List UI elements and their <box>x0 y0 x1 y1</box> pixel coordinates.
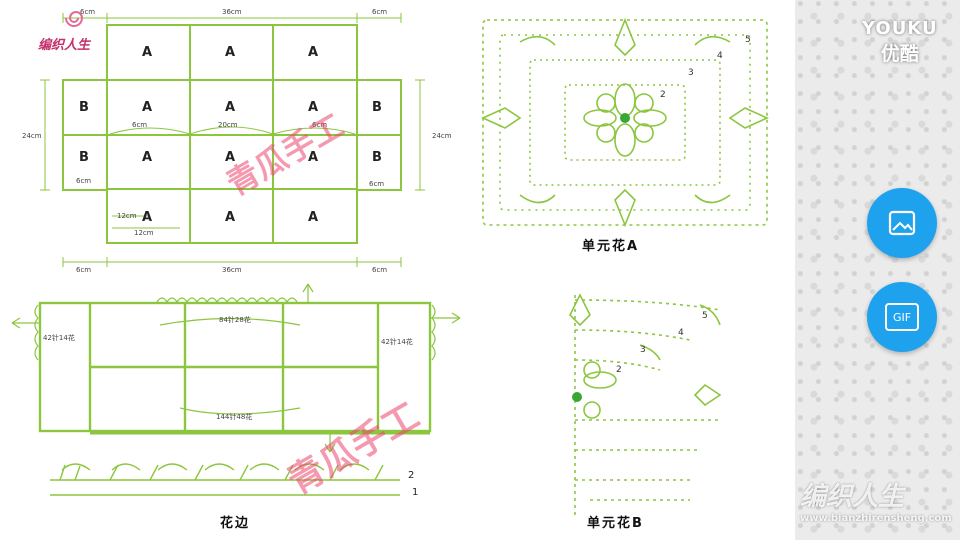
side-cell-label: B <box>79 150 89 165</box>
flower-b-round-numbers: 2 3 4 5 <box>616 311 708 375</box>
stitch-count-label: 42针14花 <box>43 334 75 342</box>
youku-logo-text: YOUKU <box>862 18 938 39</box>
stitch-count-label: 144针48花 <box>216 413 253 421</box>
flower-a-motif <box>481 17 769 228</box>
dimension-label: 6cm <box>369 180 385 188</box>
dimension-label: 6cm <box>76 177 92 185</box>
svg-text:2: 2 <box>616 365 622 375</box>
dimension-label: 24cm <box>432 132 452 140</box>
gif-icon: GIF <box>885 303 919 331</box>
flower-b-motif <box>569 293 722 515</box>
svg-text:5: 5 <box>702 311 708 321</box>
edging-chart <box>50 463 400 496</box>
flower-b-center <box>572 392 582 402</box>
svg-text:3: 3 <box>640 345 646 355</box>
site-watermark-text: 编织人生 <box>800 482 905 512</box>
caption-flower-a: 单元花A <box>582 239 640 254</box>
dimension-label: 6cm <box>80 8 96 16</box>
top-grid <box>62 24 402 244</box>
image-icon <box>888 210 916 236</box>
cell-label: A <box>142 210 153 225</box>
pattern-document: 2 3 4 5 2 3 4 5 <box>0 0 795 540</box>
cell-label: A <box>142 150 153 165</box>
site-watermark-url: www.bianzhirensheng.com <box>800 513 952 524</box>
side-cell-label: B <box>79 100 89 115</box>
brand-logo: 编织人生 <box>38 38 91 53</box>
site-watermark: 编织人生 www.bianzhirensheng.com <box>800 476 952 524</box>
cell-label: A <box>142 100 153 115</box>
dimension-label: 12cm <box>134 229 154 237</box>
cell-label: A <box>225 150 236 165</box>
youku-logo: YOUKU 优酷 <box>862 18 938 66</box>
svg-text:4: 4 <box>717 51 723 61</box>
top-dimension-lines <box>40 13 425 267</box>
dimension-label: 36cm <box>222 266 242 274</box>
dimension-label: 6cm <box>312 121 328 129</box>
stitch-count-label: 42针14花 <box>381 338 413 346</box>
flower-a-center <box>620 113 630 123</box>
flower-a-round-numbers: 2 3 4 5 <box>660 35 751 100</box>
cell-label: A <box>142 45 153 60</box>
row-number: 1 <box>412 487 419 498</box>
cell-label: A <box>308 150 319 165</box>
row-number: 2 <box>408 470 415 481</box>
dimension-label: 12cm <box>117 212 137 220</box>
gif-button[interactable]: GIF <box>867 282 937 352</box>
bottom-panel-outline <box>38 301 432 433</box>
dimension-label: 6cm <box>132 121 148 129</box>
stitch-count-label: 84针28花 <box>219 316 251 324</box>
svg-text:4: 4 <box>678 328 684 338</box>
bottom-borders <box>11 283 461 453</box>
side-cell-label: B <box>372 150 382 165</box>
cell-label: A <box>225 100 236 115</box>
svg-text:2: 2 <box>660 90 666 100</box>
bottom-grid <box>38 301 432 433</box>
cell-label: A <box>308 210 319 225</box>
cell-label: A <box>308 45 319 60</box>
player-sidebar <box>795 0 960 540</box>
youku-logo-chinese: 优酷 <box>880 43 919 65</box>
caption-edging: 花边 <box>220 516 251 531</box>
dimension-label: 36cm <box>222 8 242 16</box>
brand-swirl <box>65 11 84 27</box>
cell-label: A <box>308 100 319 115</box>
gif-label: GIF <box>892 310 912 324</box>
dimension-label: 20cm <box>218 121 238 129</box>
dimension-label: 6cm <box>372 8 388 16</box>
svg-text:5: 5 <box>745 35 751 45</box>
screenshot-button[interactable] <box>867 188 937 258</box>
side-cell-label: B <box>372 100 382 115</box>
caption-flower-b: 单元花B <box>587 516 644 531</box>
pattern-drawing: 2 3 4 5 2 3 4 5 <box>11 11 769 515</box>
svg-text:3: 3 <box>688 68 694 78</box>
dimension-label: 6cm <box>76 266 92 274</box>
dimension-label: 6cm <box>372 266 388 274</box>
dimension-label: 24cm <box>22 132 42 140</box>
cell-label: A <box>225 210 236 225</box>
cell-label: A <box>225 45 236 60</box>
